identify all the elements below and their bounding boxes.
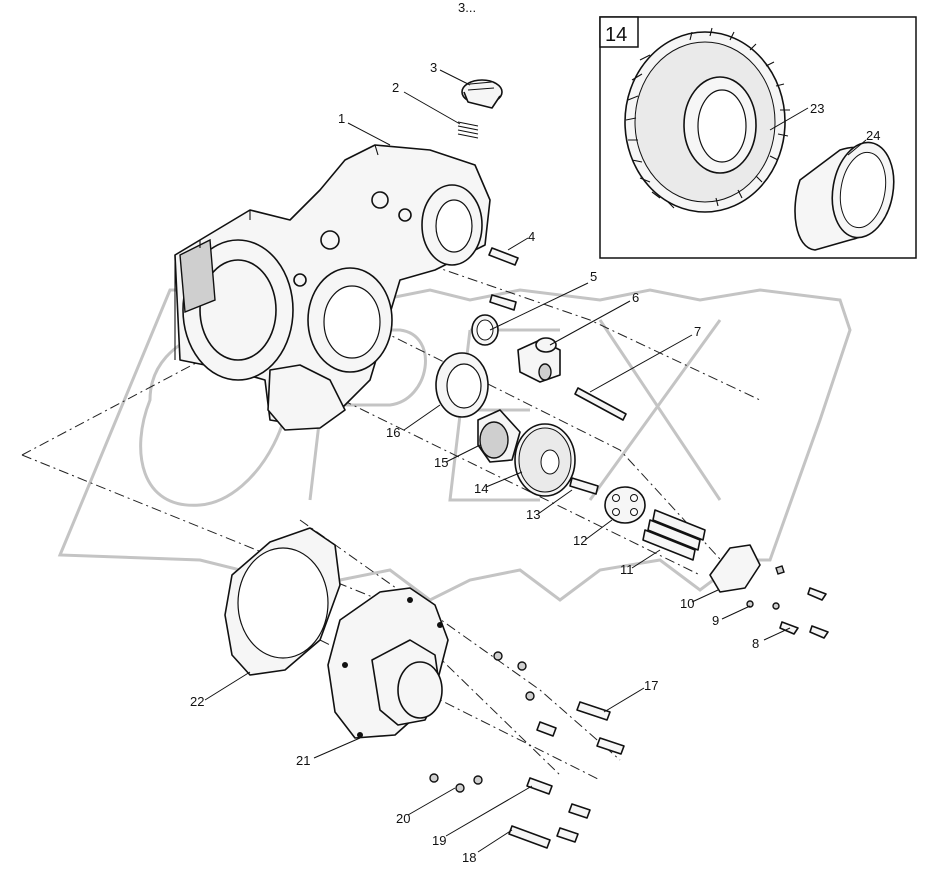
- callout-20: 20: [396, 811, 410, 826]
- inset-bushing-24: [794, 141, 895, 251]
- leader-23: [769, 107, 809, 131]
- gasket-22: [224, 527, 341, 676]
- cap-3: [461, 79, 503, 109]
- callout-5: 5: [590, 269, 597, 284]
- callout-14: 14: [474, 481, 488, 496]
- callout-15: 15: [434, 455, 448, 470]
- callout-19: 19: [432, 833, 446, 848]
- bolt-13: [569, 477, 599, 495]
- plate-12: [604, 486, 646, 524]
- gear-14: [514, 423, 576, 497]
- callouts: 1 2 3 4 5 6 7 8 9 10 11 12 13 14 15 16 1…: [190, 60, 759, 865]
- callout-7: 7: [694, 324, 701, 339]
- callout-6: 6: [632, 290, 639, 305]
- callout-1: 1: [338, 111, 345, 126]
- studs-4: [488, 247, 519, 311]
- cover-21: [327, 587, 449, 739]
- callout-21: 21: [296, 753, 310, 768]
- bearing-16: [435, 352, 489, 418]
- callout-23: 23: [810, 101, 824, 116]
- callout-2: 2: [392, 80, 399, 95]
- washers-9: [746, 600, 780, 610]
- fitting-6: [517, 337, 561, 383]
- callout-3: 3: [430, 60, 437, 75]
- spring-2: [457, 121, 479, 139]
- top-mark: 3...: [458, 0, 476, 15]
- inset-label-box: [599, 16, 639, 48]
- callout-9: 9: [712, 613, 719, 628]
- callout-17: 17: [644, 678, 658, 693]
- callout-12: 12: [573, 533, 587, 548]
- callout-24: 24: [866, 128, 880, 143]
- housing-1: [174, 144, 491, 431]
- callout-8: 8: [752, 636, 759, 651]
- callout-11: 11: [620, 562, 634, 577]
- callout-16: 16: [386, 425, 400, 440]
- hub-15: [477, 409, 521, 463]
- cover-10: [709, 544, 761, 593]
- callout-4: 4: [528, 229, 535, 244]
- leader-24: [847, 139, 867, 156]
- bolts-8: [775, 565, 829, 639]
- callout-13: 13: [526, 507, 540, 522]
- fasteners-17-20: [429, 651, 625, 849]
- inset-label: 14: [605, 24, 627, 46]
- bolt-7: [574, 387, 627, 421]
- inset-gear-23: [624, 27, 790, 213]
- callout-18: 18: [462, 850, 476, 865]
- inset-detail-14: 14 23 24: [599, 16, 917, 259]
- leader-lines: [204, 69, 791, 853]
- bolts-11: [642, 509, 706, 561]
- callout-10: 10: [680, 596, 694, 611]
- callout-22: 22: [190, 694, 204, 709]
